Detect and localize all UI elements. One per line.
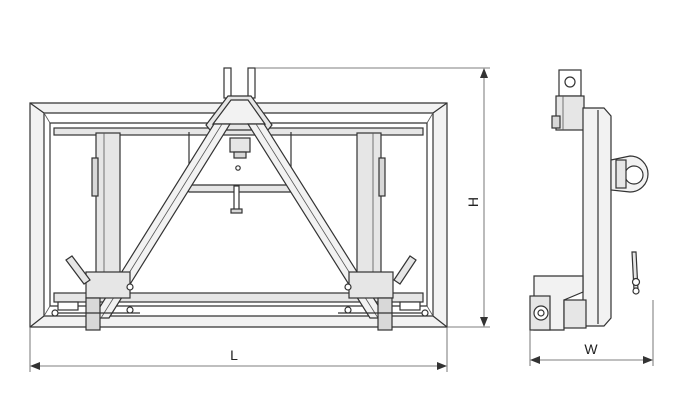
side-right-lug — [610, 155, 649, 193]
dimension-height: H — [255, 67, 490, 328]
right-vertical-plate — [356, 132, 386, 282]
dimension-length: L — [29, 327, 448, 372]
left-lower-bracket — [51, 255, 140, 331]
dimension-width: W — [529, 300, 654, 366]
side-bottom-bracket — [529, 251, 641, 331]
side-body — [551, 107, 612, 327]
left-vertical-plate — [91, 132, 121, 282]
front-view: H L — [29, 67, 490, 372]
width-label: W — [584, 341, 598, 357]
top-mast — [205, 67, 273, 171]
right-lower-bracket — [338, 255, 429, 331]
height-label: H — [465, 197, 481, 207]
side-view: W — [529, 69, 654, 366]
length-label: L — [230, 347, 238, 363]
side-top-lug — [555, 69, 585, 131]
